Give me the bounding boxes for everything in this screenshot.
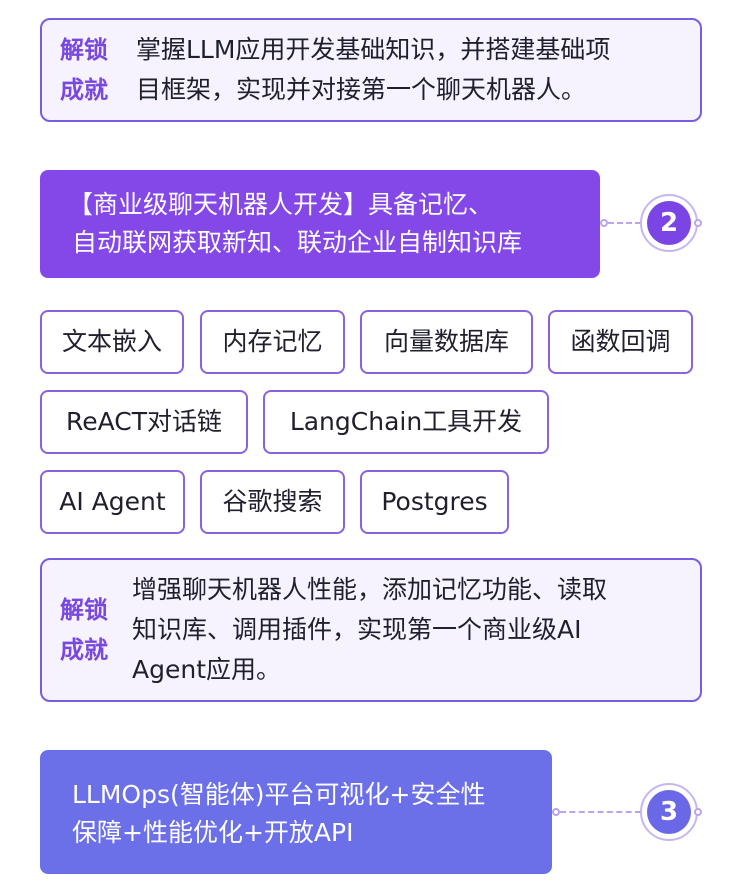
- connector-dot: [552, 808, 560, 816]
- banner-title-line: 自动联网获取新知、联动企业自制知识库: [72, 228, 523, 257]
- skill-tag: 文本嵌入: [40, 310, 184, 374]
- skill-tag: Postgres: [360, 470, 509, 534]
- step-number: 3: [647, 790, 691, 834]
- dashed-connector: [560, 811, 641, 813]
- section-2-banner: 【商业级聊天机器人开发】具备记忆、 自动联网获取新知、联动企业自制知识库: [40, 170, 600, 278]
- connector-dot: [694, 808, 702, 816]
- connector-dot: [600, 219, 608, 227]
- skill-tag: 内存记忆: [200, 310, 345, 374]
- unlock-label-line: 解锁: [60, 36, 108, 64]
- skill-tag: 向量数据库: [360, 310, 533, 374]
- skill-tag: ReACT对话链: [40, 390, 248, 454]
- skill-tag: 函数回调: [548, 310, 693, 374]
- skill-tag: LangChain工具开发: [263, 390, 549, 454]
- connector-dot: [694, 219, 702, 227]
- unlock-label-line: 解锁: [60, 596, 108, 624]
- section-3-banner: LLMOps(智能体)平台可视化+安全性 保障+性能优化+开放API: [40, 750, 552, 874]
- achievement-line: 增强聊天机器人性能，添加记忆功能、读取: [132, 575, 608, 604]
- step-number-badge: 2: [640, 194, 698, 252]
- achievement-text: 掌握LLM应用开发基础知识，并搭建基础项 目框架，实现并对接第一个聊天机器人。: [136, 30, 610, 110]
- achievement-line: 掌握LLM应用开发基础知识，并搭建基础项: [136, 35, 611, 64]
- achievement-box-2: 解锁 成就 增强聊天机器人性能，添加记忆功能、读取 知识库、调用插件，实现第一个…: [40, 558, 702, 702]
- banner-title-line: LLMOps(智能体)平台可视化+安全性: [72, 780, 486, 809]
- step-number: 2: [647, 201, 691, 245]
- achievement-line: Agent应用。: [132, 655, 281, 684]
- achievement-text: 增强聊天机器人性能，添加记忆功能、读取 知识库、调用插件，实现第一个商业级AI …: [132, 570, 607, 690]
- banner-title-line: 保障+性能优化+开放API: [72, 818, 354, 847]
- achievement-line: 知识库、调用插件，实现第一个商业级AI: [132, 615, 582, 644]
- skill-tag: 谷歌搜索: [200, 470, 345, 534]
- achievement-box-1: 解锁 成就 掌握LLM应用开发基础知识，并搭建基础项 目框架，实现并对接第一个聊…: [40, 18, 702, 122]
- dashed-connector: [608, 222, 641, 224]
- unlock-label-line: 成就: [60, 636, 108, 664]
- achievement-line: 目框架，实现并对接第一个聊天机器人。: [136, 75, 587, 104]
- unlock-achievement-label: 解锁 成就: [60, 590, 124, 670]
- unlock-achievement-label: 解锁 成就: [60, 30, 124, 110]
- unlock-label-line: 成就: [60, 76, 108, 104]
- banner-title-line: 【商业级聊天机器人开发】具备记忆、: [68, 190, 494, 219]
- skill-tag: AI Agent: [40, 470, 185, 534]
- step-number-badge: 3: [640, 783, 698, 841]
